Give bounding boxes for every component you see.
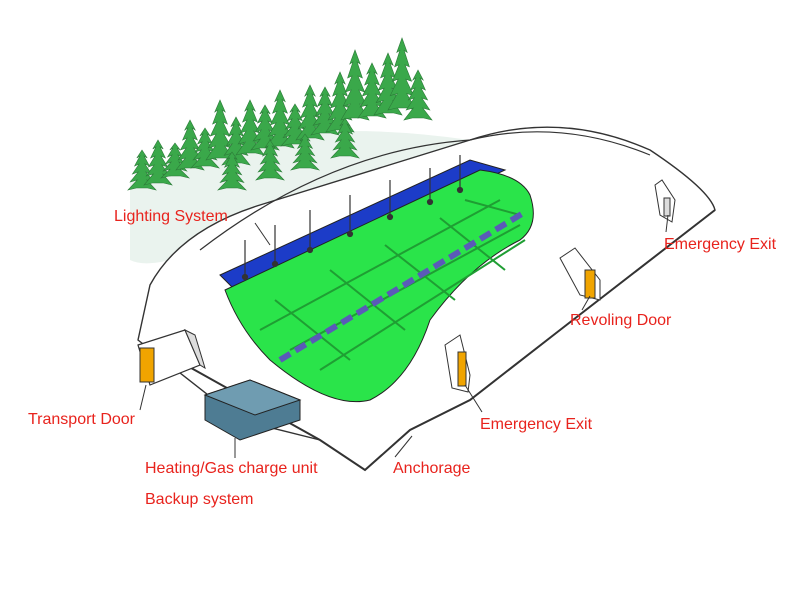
label-emergency-exit-bottom: Emergency Exit: [480, 416, 593, 433]
conifer-tree: [340, 49, 370, 121]
conifer-tree: [217, 151, 247, 191]
label-transport-door: Transport Door: [28, 411, 135, 428]
lighting-poles: [241, 155, 464, 281]
label-emergency-exit-top: Emergency Exit: [664, 236, 777, 253]
conifer-tree: [295, 84, 325, 141]
leader-lines: [139, 214, 669, 458]
emergency-exit-bottom: [444, 334, 471, 393]
label-anchorage: Anchorage: [393, 460, 471, 477]
transport-door: [137, 328, 206, 386]
revolving-door: [559, 247, 601, 301]
emergency-exit-top: [654, 179, 676, 223]
conifer-tree: [403, 69, 433, 121]
conifer-tree: [330, 117, 360, 159]
label-heating-unit: Heating/Gas charge unit: [145, 460, 318, 477]
label-lighting-system: Lighting System: [114, 208, 228, 225]
label-revolving-door: Revoling Door: [570, 312, 672, 329]
forest: [127, 37, 433, 191]
conifer-tree: [387, 37, 417, 111]
label-backup-system: Backup system: [145, 491, 254, 508]
field-center-line: [278, 209, 527, 363]
conifer-tree: [357, 62, 387, 119]
conifer-tree: [290, 133, 320, 171]
conifer-tree: [160, 142, 190, 179]
dome-rear-arch: [199, 131, 651, 251]
conifer-tree: [255, 139, 285, 181]
heating-unit-box: [203, 379, 302, 441]
conifer-tree: [235, 99, 265, 156]
anchorage-base: [149, 209, 716, 472]
